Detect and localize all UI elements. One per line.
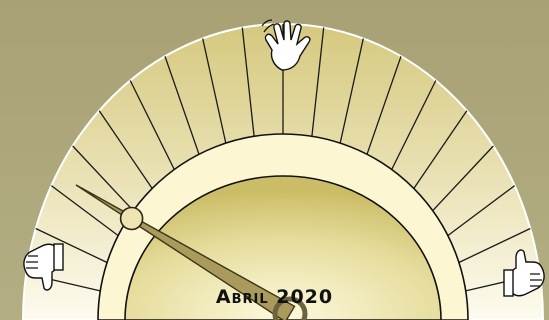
period-caption: Abril 2020 [0, 286, 549, 308]
needle-hub [121, 208, 143, 230]
